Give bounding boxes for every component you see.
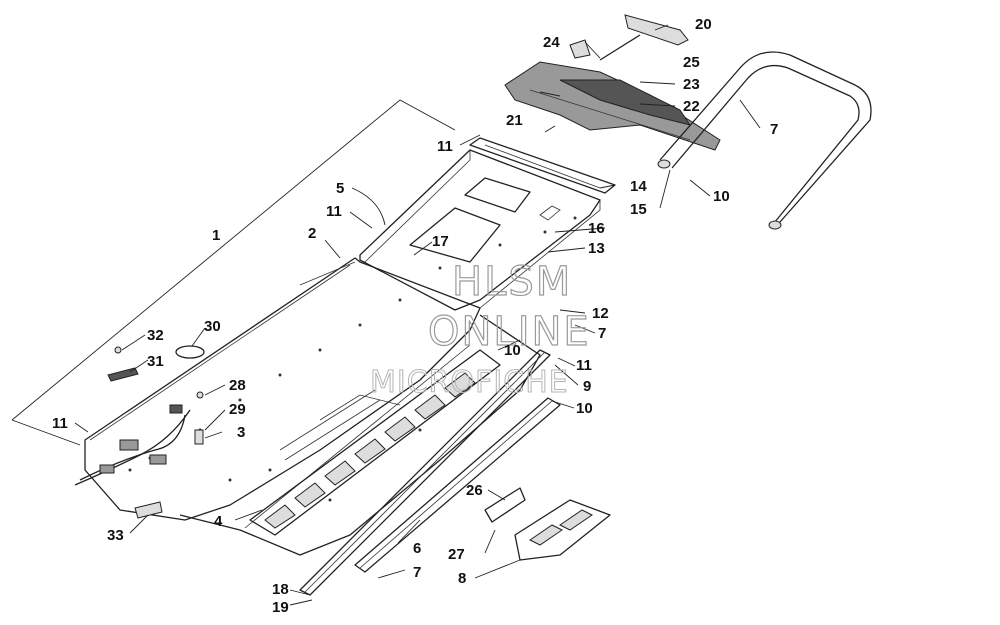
callout-26: 26	[466, 482, 483, 499]
rear-bumper-loop	[657, 51, 872, 230]
callout-20: 20	[695, 16, 712, 33]
callout-7-upper: 7	[770, 121, 778, 138]
callout-12: 12	[592, 305, 609, 322]
callout-7-lower: 7	[413, 564, 421, 581]
callout-32: 32	[147, 327, 164, 344]
rear-skid-bracket	[484, 487, 611, 561]
callout-33: 33	[107, 527, 124, 544]
callout-10-lower: 10	[576, 400, 593, 417]
callout-3: 3	[237, 424, 245, 441]
lattice-cutouts	[264, 372, 476, 529]
rear-plate	[469, 137, 616, 194]
callout-10-upper: 10	[713, 188, 730, 205]
callout-14: 14	[630, 178, 647, 195]
callout-1: 1	[212, 227, 220, 244]
assembly-bracket	[11, 99, 456, 446]
wiring-harness	[74, 345, 205, 519]
callout-17: 17	[432, 233, 449, 250]
callout-19: 19	[272, 599, 289, 616]
callout-9: 9	[583, 378, 591, 395]
running-rails	[299, 349, 561, 596]
callout-21: 21	[506, 112, 523, 129]
watermark: HLSM ONLINE MICROFICHE	[370, 258, 591, 400]
callout-labels: 1 2 3 4 5 6 7 7 7 8 9 10 10 10 11 11 11 …	[52, 16, 778, 616]
callout-4: 4	[214, 513, 223, 530]
callout-16: 16	[588, 220, 605, 237]
callout-25: 25	[683, 54, 700, 71]
callout-31: 31	[147, 353, 164, 370]
callout-28: 28	[229, 377, 246, 394]
callout-15: 15	[630, 201, 647, 218]
callout-29: 29	[229, 401, 246, 418]
callout-2: 2	[308, 225, 316, 242]
watermark-line-2: ONLINE	[428, 309, 591, 355]
callout-6: 6	[413, 540, 421, 557]
callout-11-d: 11	[52, 415, 68, 432]
callout-10-middle: 10	[504, 342, 521, 359]
rear-grab-bar	[504, 14, 721, 151]
callout-11-a: 11	[437, 138, 453, 155]
tunnel-assembly	[84, 149, 601, 556]
leader-lines	[74, 24, 761, 606]
callout-5: 5	[336, 180, 344, 197]
callout-8: 8	[458, 570, 466, 587]
callout-13: 13	[588, 240, 605, 257]
callout-11-c: 11	[576, 357, 592, 374]
watermark-line-3: MICROFICHE	[370, 365, 569, 400]
callout-27: 27	[448, 546, 465, 563]
callout-23: 23	[683, 76, 700, 93]
callout-22: 22	[683, 98, 700, 115]
callout-30: 30	[204, 318, 221, 335]
callout-11-b: 11	[326, 203, 342, 220]
callout-7-middle: 7	[598, 325, 606, 342]
callout-18: 18	[272, 581, 289, 598]
callout-24: 24	[543, 34, 560, 51]
watermark-line-1: HLSM	[452, 259, 572, 305]
